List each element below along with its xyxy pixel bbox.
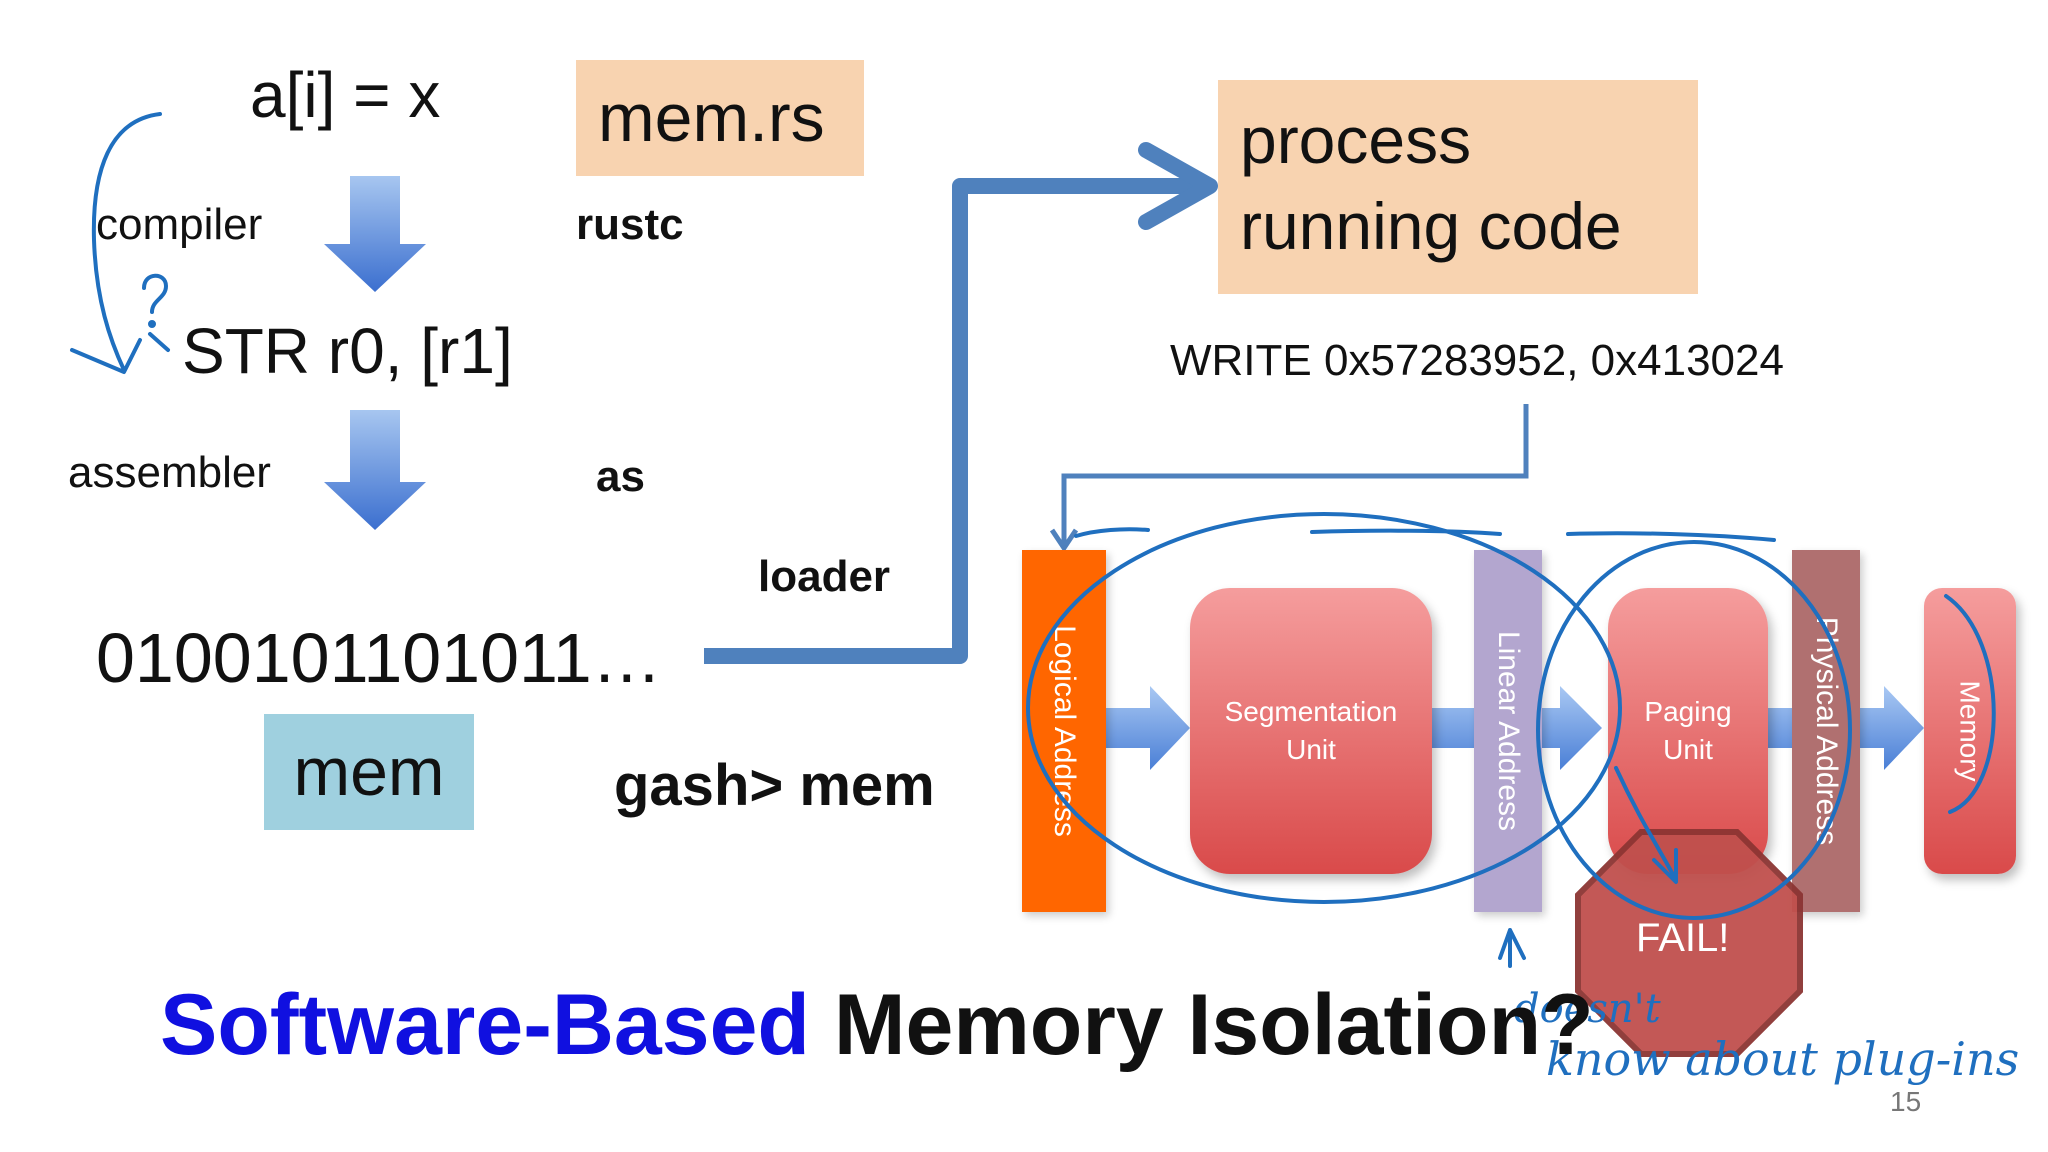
paging-unit: Paging Unit	[1608, 588, 1768, 874]
curved-arrow-head	[70, 338, 142, 374]
curved-arrow-mark	[91, 112, 162, 372]
memory-circle-partial	[1944, 594, 1996, 814]
pipe-arrow-1	[1106, 686, 1190, 770]
loader-label: loader	[758, 552, 891, 601]
process-line-1: process	[1240, 103, 1472, 177]
paging-fail-arrow	[1614, 766, 1678, 884]
segmentation-unit: Segmentation Unit	[1190, 588, 1432, 874]
small-tick-mark	[148, 332, 170, 352]
paging-label-2: Unit	[1663, 734, 1713, 765]
binary-name: mem	[293, 734, 445, 810]
title-part-1: Software-Based	[160, 977, 810, 1073]
compile-down-arrow	[324, 176, 426, 292]
question-mark	[142, 273, 168, 314]
logical-address-bar: Logical Address	[1022, 550, 1106, 912]
segmentation-label-2: Unit	[1286, 734, 1336, 765]
compiler-tool: rustc	[576, 200, 684, 249]
paging-label-1: Paging	[1644, 696, 1732, 727]
segmentation-circle	[1026, 512, 1622, 904]
linear-address-arrow	[1498, 928, 1526, 968]
page-number: 15	[1890, 1086, 1922, 1117]
assemble-down-arrow	[324, 410, 426, 530]
assembler-tool: as	[596, 452, 645, 501]
segmentation-label-1: Segmentation	[1224, 696, 1398, 727]
binary-name-box: mem	[264, 714, 474, 830]
fail-label: FAIL!	[1636, 916, 1730, 960]
source-file-box: mem.rs	[576, 60, 864, 176]
title-part-2: Memory Isolation?	[833, 977, 1594, 1073]
loader-arrow-head	[1138, 142, 1218, 230]
memory-block: Memory	[1924, 588, 2016, 874]
write-connector-head	[1049, 528, 1079, 553]
binary-line: 0100101101011…	[96, 619, 662, 697]
write-connector	[1061, 404, 1529, 546]
handwritten-note-2: know about plug-ins	[1546, 1032, 2020, 1086]
slide-title: Software-Based Memory Isolation?	[160, 976, 1594, 1075]
assembly-line: STR r0, [r1]	[182, 315, 513, 387]
process-box: process running code	[1218, 80, 1698, 294]
linear-address-bar: Linear Address	[1474, 550, 1542, 912]
paging-circle	[1536, 540, 1852, 920]
logical-bar-ticks	[1074, 527, 1776, 542]
handwritten-note-1: doesn't	[1514, 986, 1661, 1032]
shell-command: gash> mem	[614, 753, 935, 818]
source-file-name: mem.rs	[598, 80, 825, 156]
fail-stop-sign	[1575, 829, 1803, 1057]
process-line-2: running code	[1240, 189, 1622, 263]
compiler-label: compiler	[96, 200, 263, 249]
source-code-line: a[i] = x	[250, 59, 441, 131]
assembler-label: assembler	[68, 448, 271, 497]
loader-arrow	[704, 178, 1204, 664]
write-instruction: WRITE 0x57283952, 0x413024	[1170, 336, 1784, 385]
